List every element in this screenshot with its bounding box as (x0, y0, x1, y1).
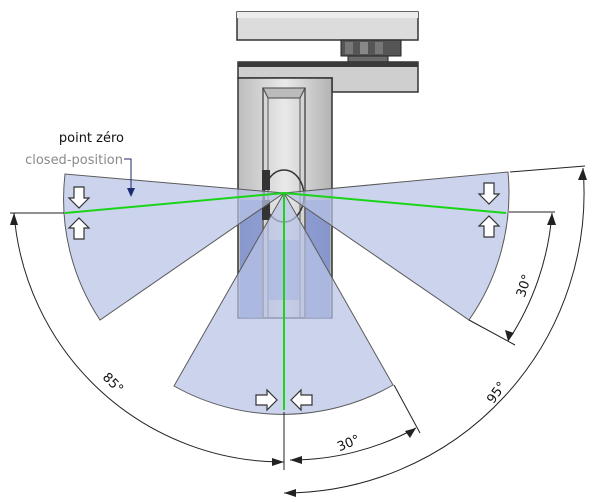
bolt-nut (340, 39, 402, 63)
closed-position-leader (124, 158, 132, 190)
angle-label-95: 95° (484, 379, 510, 406)
compression-arrows-icon (255, 388, 313, 412)
dimension-lines (10, 165, 586, 494)
label-closed-position: closed-position (25, 153, 123, 168)
sector-left (63, 173, 286, 321)
swing-sectors (63, 171, 510, 415)
angle-label-30-right: 30° (514, 273, 535, 300)
leader-arrowhead (127, 188, 135, 197)
compression-arrows-icon (67, 186, 91, 240)
dimension-arrowheads (10, 168, 587, 497)
reference-lines (64, 192, 507, 410)
label-point-zero: point zéro (59, 131, 124, 146)
compression-arrows-icon (477, 182, 501, 238)
